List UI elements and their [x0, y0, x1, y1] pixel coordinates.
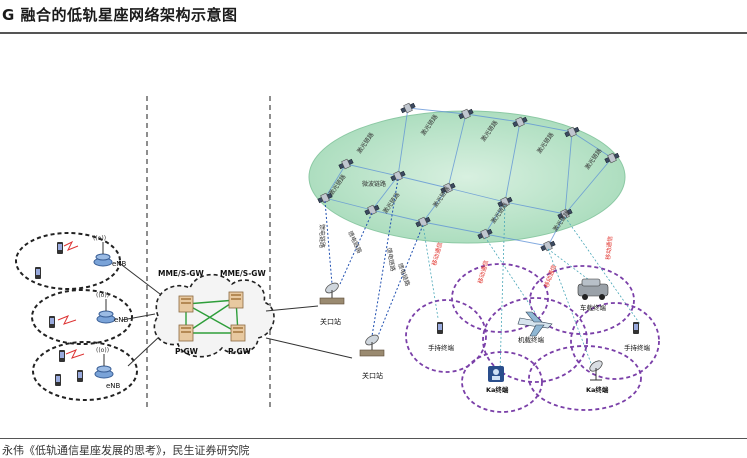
mobile-link-label: 移动通信: [604, 236, 614, 261]
feeder-link-label: 馈电链路: [396, 262, 412, 287]
microwave-link-label: 微波链路: [362, 180, 386, 188]
satellite-icon: [539, 239, 557, 253]
title-divider: [0, 32, 747, 34]
vehicle-terminal-label: 车载终端: [580, 303, 607, 312]
handheld-terminal-icon: [633, 322, 639, 334]
airborne-terminal-label: 机载终端: [518, 335, 545, 344]
mme-server-icon: [228, 291, 244, 309]
airplane-icon: [517, 311, 553, 337]
gateway-label: 关口站: [320, 317, 341, 326]
terminal-cell-group: [405, 263, 660, 413]
feeder-link-label: 馈电链路: [346, 229, 363, 254]
handheld-terminal-label: 手持终端: [428, 343, 455, 352]
satellite-icon: [399, 101, 417, 115]
ka-dish-icon: [589, 360, 603, 381]
enb-icon: [96, 299, 116, 324]
footer-divider: [0, 438, 747, 439]
vehicle-icon: [577, 278, 609, 300]
gateway-dish-icon: [359, 332, 385, 357]
pgw-server-icon: [178, 324, 194, 342]
phone-icon: [55, 374, 61, 386]
architecture-diagram: ((o)) eNB ((o)) eNB ((o)) eNB MME/S-GW M…: [15, 96, 660, 413]
ka-terminal-label: Ka终端: [486, 385, 509, 394]
gateway-dish-icon: [319, 280, 345, 305]
pgw-server-icon: [230, 324, 246, 342]
feeder-link-label: 馈电链路: [385, 247, 397, 272]
enb-mark: ((o)): [93, 235, 106, 242]
enb-label: eNB: [112, 260, 127, 268]
handheld-terminal-icon: [437, 322, 443, 334]
phone-icon: [35, 267, 41, 279]
ka-terminal-icon: [488, 366, 504, 382]
source-note: 永伟《低轨通信星座发展的思考》，民生证券研究院: [2, 444, 250, 457]
phone-icon: [49, 316, 55, 328]
laser-link-mesh: [324, 107, 613, 247]
feeder-link-group: [324, 178, 424, 337]
mme-label-right: MME/S-GW: [220, 269, 266, 278]
ground-cell-2: [31, 289, 133, 345]
figure-title: G 融合的低轨星座网络架构示意图: [2, 6, 238, 24]
pgw-label-left: P-GW: [175, 347, 199, 356]
handheld-terminal-label: 手持终端: [624, 343, 651, 352]
ka-terminal-label: Ka终端: [586, 385, 609, 394]
mobile-link-label: 移动通信: [476, 259, 490, 284]
mme-server-icon: [178, 295, 194, 313]
ground-cell-group: ((o)) eNB ((o)) eNB ((o)) eNB: [15, 232, 138, 401]
phone-icon: [59, 350, 65, 362]
ground-cell-3: [32, 341, 138, 401]
mobile-link-label: 移动通信: [542, 263, 558, 288]
enb-label: eNB: [106, 382, 121, 390]
core-network-cloud: [153, 273, 275, 358]
phone-icon: [77, 370, 83, 382]
ground-cell-1: [15, 232, 121, 290]
enb-mark: ((o)): [96, 292, 109, 299]
gateway-label: 关口站: [362, 371, 383, 380]
enb-label: eNB: [114, 316, 129, 324]
enb-icon: [93, 242, 113, 267]
feeder-link-label: 馈电链路: [318, 224, 326, 248]
enb-mark: ((o)): [96, 347, 109, 354]
enb-icon: [94, 354, 114, 379]
phone-icon: [57, 242, 63, 254]
mobile-link-label: 移动通信: [430, 241, 444, 266]
mme-label-left: MME/S-GW: [158, 269, 204, 278]
pgw-label-right: P-GW: [228, 347, 252, 356]
